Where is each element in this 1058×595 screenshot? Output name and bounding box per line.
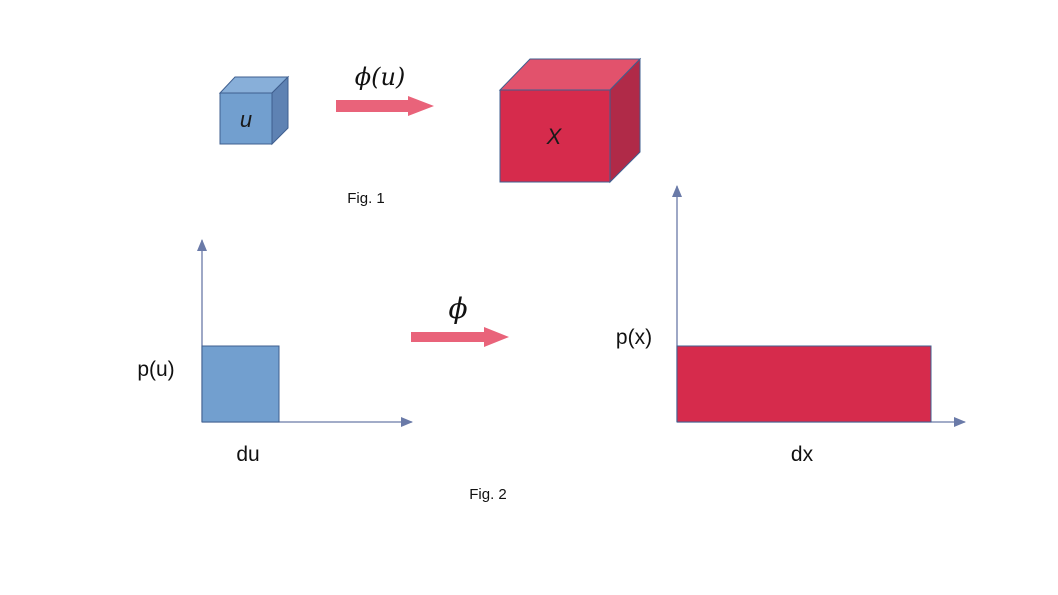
small-cube-front: [219, 92, 273, 145]
fig2-arrow-label: ϕ: [448, 292, 467, 325]
small-cube-label: u: [240, 107, 252, 132]
large-cube-label: X: [546, 124, 563, 149]
small-cube: u: [218, 75, 290, 146]
left-plot: p(u) du: [137, 239, 413, 466]
right-y-label: p(x): [616, 326, 652, 349]
fig1-arrow-shape: [336, 96, 434, 116]
fig2-arrow-shape: [411, 327, 509, 347]
fig1-arrow: ϕ(u): [336, 63, 434, 116]
large-cube: X: [498, 57, 642, 184]
fig2-arrow: ϕ: [411, 292, 509, 347]
left-y-label: p(u): [137, 358, 174, 381]
fig1-caption: Fig. 1: [347, 190, 385, 207]
fig1-arrow-label: ϕ(u): [355, 63, 406, 91]
right-plot: p(x) dx: [616, 185, 966, 466]
fig2-caption: Fig. 2: [469, 486, 507, 503]
large-cube-front: [499, 89, 611, 183]
left-density-bar: [201, 345, 280, 423]
left-x-label: du: [236, 443, 259, 466]
right-x-label: dx: [791, 443, 814, 466]
right-density-bar: [676, 345, 932, 423]
